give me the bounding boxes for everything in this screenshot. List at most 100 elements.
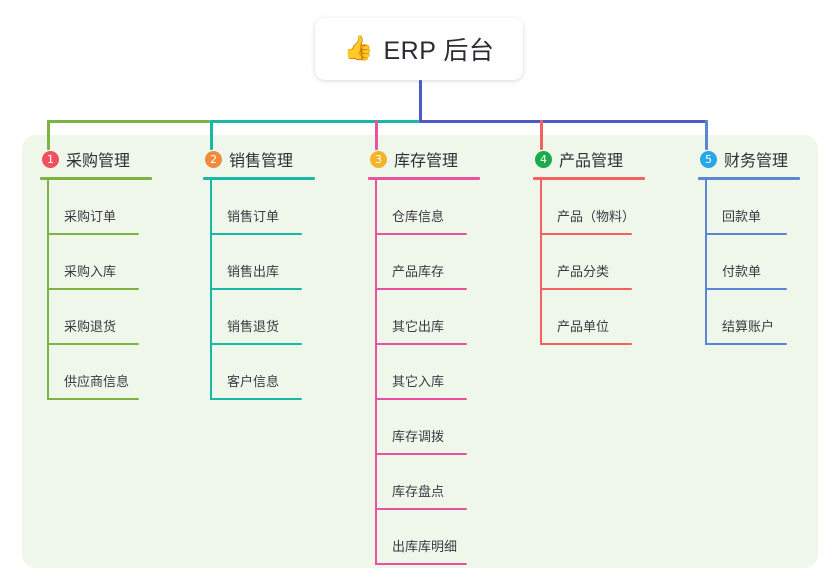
branch-item[interactable]: 销售出库	[203, 235, 353, 290]
branch-item-label: 采购订单	[64, 209, 117, 224]
branch-drop-line-4	[540, 120, 543, 150]
branch-item[interactable]: 仓库信息	[368, 180, 518, 235]
branch-item[interactable]: 出库库明细	[368, 510, 518, 565]
branch-spine-2	[210, 180, 212, 400]
branch-spine-1	[47, 180, 49, 400]
branch-item-rule	[210, 288, 302, 290]
branch-item-rule	[210, 343, 302, 345]
branch-item-label: 销售退货	[227, 319, 280, 334]
bar-segment-1	[47, 120, 210, 123]
branch-item-rule	[705, 233, 787, 235]
branch-item[interactable]: 其它入库	[368, 345, 518, 400]
branch-drop-line-2	[210, 120, 213, 150]
branch-item-rule	[540, 343, 632, 345]
branch-item-list-3: 仓库信息产品库存其它出库其它入库库存调拨库存盘点出库库明细	[368, 180, 518, 565]
branch-title-3: 库存管理	[394, 153, 459, 170]
branch-item-rule	[47, 288, 139, 290]
branch-item-rule	[375, 453, 467, 455]
branch-item-label: 采购退货	[64, 319, 117, 334]
branch-item[interactable]: 产品库存	[368, 235, 518, 290]
branch-title-5: 财务管理	[724, 153, 789, 170]
branch-column-3: 3 库存管理仓库信息产品库存其它出库其它入库库存调拨库存盘点出库库明细	[368, 148, 518, 565]
branch-item[interactable]: 库存盘点	[368, 455, 518, 510]
branch-item-label: 其它入库	[392, 374, 445, 389]
branch-header-rule-3	[368, 177, 480, 180]
branch-item-rule	[705, 343, 787, 345]
branch-item-label: 出库库明细	[392, 539, 458, 554]
branch-item-rule	[540, 288, 632, 290]
branch-badge-4: 4	[535, 150, 552, 168]
branch-header-1[interactable]: 1 采购管理	[40, 148, 190, 170]
branch-title-1: 采购管理	[66, 153, 131, 170]
root-node[interactable]: 👍 ERP 后台	[315, 18, 523, 80]
branch-item[interactable]: 客户信息	[203, 345, 353, 400]
branch-spine-3	[375, 180, 377, 565]
branch-item-list-1: 采购订单采购入库采购退货供应商信息	[40, 180, 190, 400]
branch-item-rule	[375, 508, 467, 510]
branch-item-rule	[375, 233, 467, 235]
branch-item-label: 采购入库	[64, 264, 117, 279]
branch-item-label: 其它出库	[392, 319, 445, 334]
branch-item[interactable]: 回款单	[698, 180, 838, 235]
branch-item-rule	[375, 288, 467, 290]
branch-header-rule-5	[698, 177, 800, 180]
branch-column-5: 5 财务管理回款单付款单结算账户	[698, 148, 838, 345]
branch-item-rule	[47, 343, 139, 345]
branch-item-label: 供应商信息	[64, 374, 130, 389]
branch-drop-line-5	[705, 120, 708, 150]
branch-item-label: 产品库存	[392, 264, 445, 279]
branch-item-rule	[375, 343, 467, 345]
branch-item-label: 仓库信息	[392, 209, 445, 224]
branch-item-list-5: 回款单付款单结算账户	[698, 180, 838, 345]
branch-title-4: 产品管理	[559, 153, 624, 170]
branch-item-label: 付款单	[722, 264, 762, 279]
branch-badge-2: 2	[205, 150, 222, 168]
branch-item[interactable]: 采购订单	[40, 180, 190, 235]
branch-header-3[interactable]: 3 库存管理	[368, 148, 518, 170]
branch-header-rule-4	[533, 177, 645, 180]
branch-item[interactable]: 产品分类	[533, 235, 683, 290]
branch-item-label: 产品（物料）	[557, 209, 636, 224]
root-trunk-line	[419, 80, 422, 123]
branch-header-rule-1	[40, 177, 152, 180]
branch-badge-1: 1	[42, 150, 59, 168]
branch-drop-line-3	[375, 120, 378, 150]
branch-item-label: 库存盘点	[392, 484, 445, 499]
branch-item-label: 产品单位	[557, 319, 610, 334]
branch-item[interactable]: 采购退货	[40, 290, 190, 345]
branch-item-rule	[540, 233, 632, 235]
bar-segment-2	[210, 120, 419, 123]
branch-item-label: 产品分类	[557, 264, 610, 279]
branch-item[interactable]: 采购入库	[40, 235, 190, 290]
bar-segment-3	[419, 120, 708, 123]
branch-header-2[interactable]: 2 销售管理	[203, 148, 353, 170]
branch-item-label: 销售订单	[227, 209, 280, 224]
branch-item-rule	[210, 398, 302, 400]
branch-item[interactable]: 供应商信息	[40, 345, 190, 400]
branch-item[interactable]: 其它出库	[368, 290, 518, 345]
branch-item[interactable]: 产品（物料）	[533, 180, 683, 235]
branch-item[interactable]: 产品单位	[533, 290, 683, 345]
branch-item-rule	[705, 288, 787, 290]
branch-badge-5: 5	[700, 150, 717, 168]
branch-header-5[interactable]: 5 财务管理	[698, 148, 838, 170]
branch-header-4[interactable]: 4 产品管理	[533, 148, 683, 170]
branch-item-label: 库存调拨	[392, 429, 445, 444]
branch-badge-3: 3	[370, 150, 387, 168]
branch-item[interactable]: 付款单	[698, 235, 838, 290]
branch-header-rule-2	[203, 177, 315, 180]
branch-item-label: 回款单	[722, 209, 762, 224]
root-node-content: 👍 ERP 后台	[344, 31, 495, 67]
branches-panel	[22, 135, 818, 568]
branch-item-list-4: 产品（物料） 产品分类产品单位	[533, 180, 683, 345]
branch-item[interactable]: 销售退货	[203, 290, 353, 345]
branch-title-2: 销售管理	[229, 153, 294, 170]
branch-item-rule	[375, 563, 467, 565]
branch-item[interactable]: 销售订单	[203, 180, 353, 235]
branch-item[interactable]: 库存调拨	[368, 400, 518, 455]
branch-item[interactable]: 结算账户	[698, 290, 838, 345]
branch-column-2: 2 销售管理销售订单销售出库销售退货客户信息	[203, 148, 353, 400]
branch-column-1: 1 采购管理采购订单采购入库采购退货供应商信息	[40, 148, 190, 400]
branch-item-label: 销售出库	[227, 264, 280, 279]
